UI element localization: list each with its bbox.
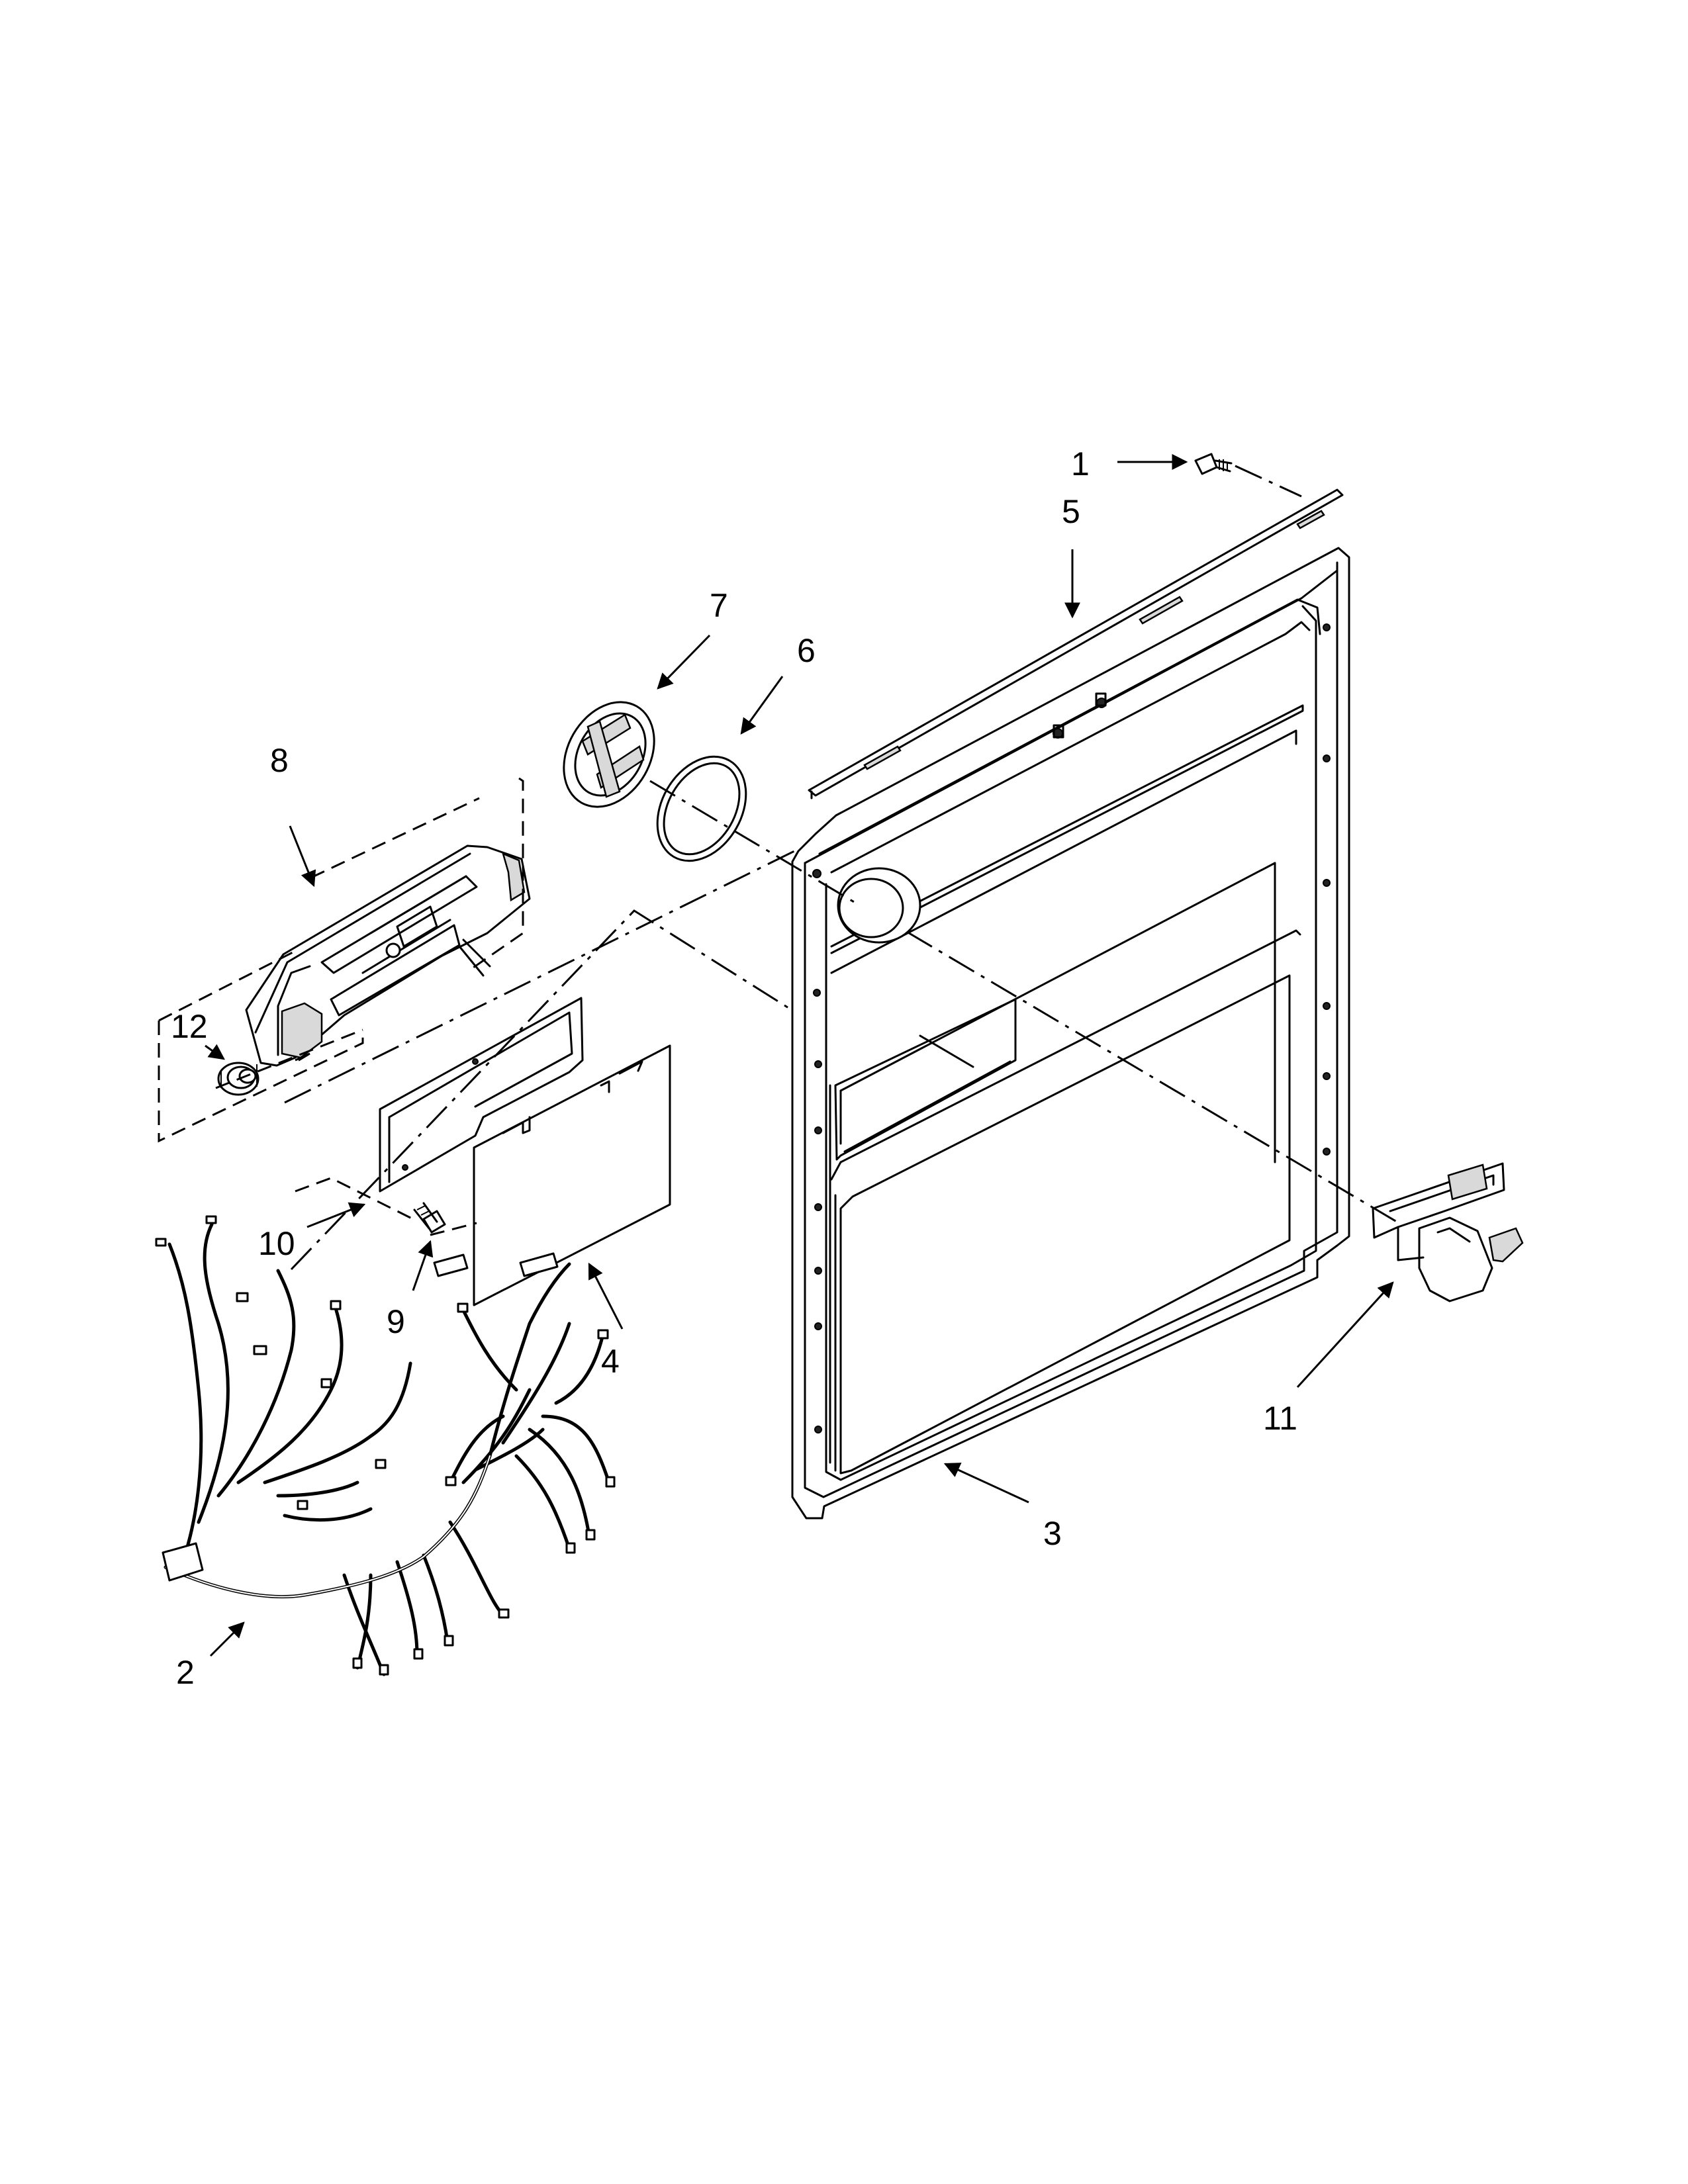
callout-7: 7 — [710, 587, 728, 624]
callout-12: 12 — [171, 1008, 208, 1045]
screw-9[interactable] — [413, 1202, 446, 1234]
vent-cover[interactable] — [545, 686, 672, 823]
callout-4: 4 — [601, 1343, 620, 1380]
assembly-lines — [158, 465, 1397, 1271]
control-insulation[interactable] — [379, 997, 584, 1193]
callout-11: 11 — [1263, 1400, 1297, 1437]
door-latch[interactable] — [1372, 1162, 1524, 1302]
callout-5: 5 — [1062, 493, 1080, 530]
callout-9: 9 — [387, 1303, 405, 1340]
control-module[interactable] — [245, 844, 531, 1067]
callout-leaders — [205, 454, 1394, 1657]
callout-3: 3 — [1043, 1515, 1062, 1552]
door-trim-strip[interactable] — [808, 488, 1344, 799]
callout-10: 10 — [258, 1225, 295, 1262]
wire-harness[interactable] — [155, 1215, 616, 1676]
vent-gasket[interactable] — [639, 741, 764, 876]
callout-labels: 1 5 7 6 8 12 10 9 4 11 3 2 — [171, 445, 1297, 1691]
callout-1: 1 — [1071, 445, 1090, 482]
callout-8: 8 — [270, 742, 289, 779]
screw-1[interactable] — [1194, 453, 1233, 475]
callout-6: 6 — [797, 632, 816, 669]
callout-2: 2 — [176, 1654, 195, 1691]
inner-door-panel[interactable] — [791, 547, 1350, 1520]
control-shield[interactable] — [473, 1044, 671, 1306]
